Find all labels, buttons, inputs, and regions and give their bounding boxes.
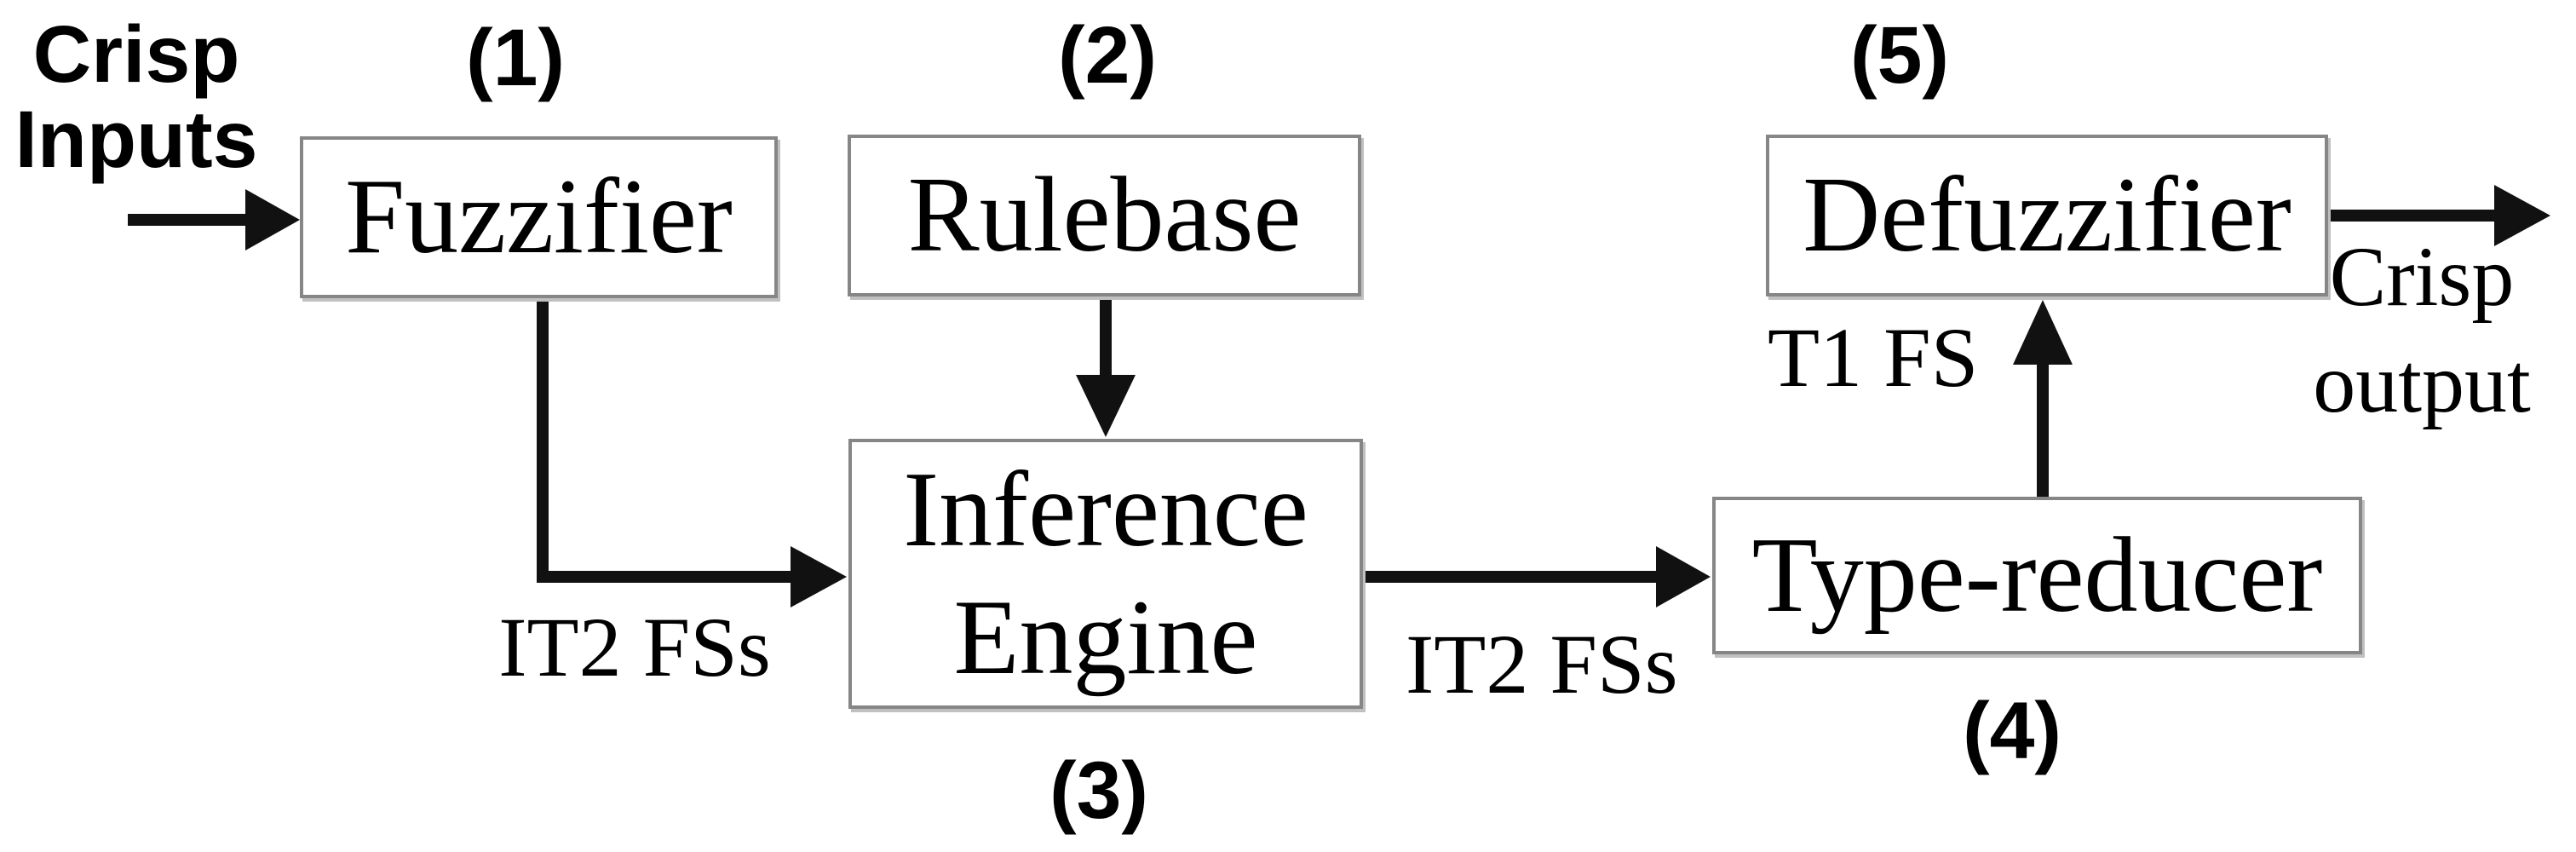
crisp-output-line2: output bbox=[2313, 336, 2531, 430]
crisp-inputs-label: Crisp Inputs bbox=[7, 12, 266, 182]
crisp-inputs-line1: Crisp bbox=[32, 9, 240, 100]
type-reducer-label: Type-reducer bbox=[1751, 515, 2323, 635]
type-reducer-block: Type-reducer bbox=[1712, 497, 2362, 654]
rulebase-block: Rulebase bbox=[848, 135, 1361, 296]
inference-engine-block: Inference Engine bbox=[848, 439, 1363, 709]
arrow-defuzzifier-to-output bbox=[2328, 185, 2550, 246]
edge-label-t1fs: T1 FS bbox=[1768, 310, 1979, 405]
block-number-4: (4) bbox=[1962, 686, 2062, 776]
edge-label-it2fss-left: IT2 FSs bbox=[498, 600, 771, 694]
inference-engine-label-line1: Inference bbox=[903, 450, 1308, 569]
rulebase-label: Rulebase bbox=[907, 156, 1302, 274]
crisp-inputs-line2: Inputs bbox=[14, 95, 258, 185]
edge-label-it2fss-right: IT2 FSs bbox=[1406, 617, 1678, 711]
fuzzifier-label: Fuzzifier bbox=[345, 158, 733, 276]
arrow-rulebase-to-inference bbox=[1076, 296, 1136, 437]
arrow-typereducer-to-defuzzifier bbox=[2013, 300, 2073, 497]
block-number-1: (1) bbox=[465, 13, 566, 103]
defuzzifier-block: Defuzzifier bbox=[1766, 135, 2328, 296]
block-number-3: (3) bbox=[1049, 746, 1149, 836]
block-number-2: (2) bbox=[1057, 10, 1158, 101]
defuzzifier-label: Defuzzifier bbox=[1803, 156, 2291, 274]
arrow-inputs-to-fuzzifier bbox=[128, 189, 300, 250]
arrow-inference-to-typereducer bbox=[1363, 546, 1711, 607]
inference-engine-label: Inference Engine bbox=[903, 446, 1308, 702]
fuzzifier-block: Fuzzifier bbox=[300, 136, 778, 298]
inference-engine-label-line2: Engine bbox=[953, 578, 1258, 697]
arrow-fuzzifier-to-inference bbox=[537, 297, 847, 607]
crisp-output-label: Crisp output bbox=[2313, 223, 2531, 436]
block-number-5: (5) bbox=[1849, 10, 1950, 101]
crisp-output-line1: Crisp bbox=[2329, 229, 2515, 324]
